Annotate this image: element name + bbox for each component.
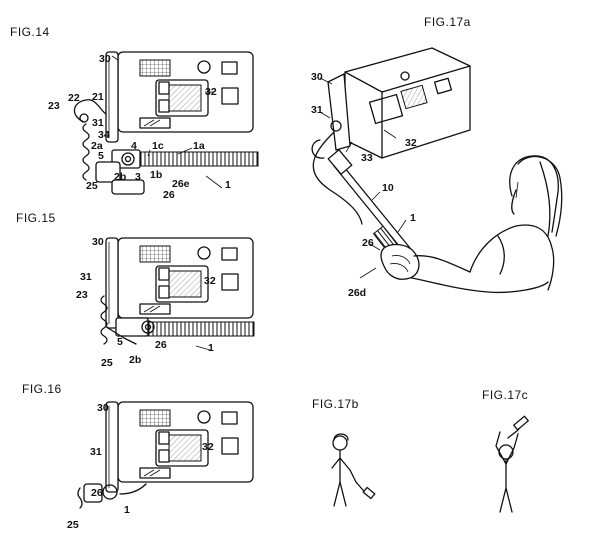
- fig16-ref-label: 25: [67, 519, 79, 531]
- fig14-ref-label: 3: [135, 171, 141, 183]
- fig17a-ref-label: 32: [405, 137, 417, 149]
- fig14-ref-label: 32: [205, 86, 217, 98]
- fig14-ref-label: 2a: [91, 140, 103, 152]
- fig17a-ref-label: 26d: [348, 287, 367, 299]
- fig14-ref-label: 30: [99, 53, 111, 65]
- fig15-ref-label: 31: [80, 271, 92, 283]
- fig15-ref-label: 25: [101, 357, 113, 369]
- fig17c-title: FIG.17c: [482, 388, 529, 402]
- fig17a-ref-label: 31: [311, 104, 323, 116]
- fig14-ref-label: 1: [225, 179, 231, 191]
- fig14-ref-label: 5: [98, 150, 104, 162]
- fig17b-title: FIG.17b: [312, 397, 359, 411]
- fig17a-ref-label: 26: [362, 237, 374, 249]
- fig14-ref-label: 2b: [114, 171, 127, 183]
- fig14-ref-label: 25: [86, 180, 98, 192]
- fig14-ref-label: 1c: [152, 140, 164, 152]
- fig14-drawing: [73, 51, 259, 195]
- fig14-ref-label: 26: [163, 189, 175, 201]
- fig15-ref-label: 32: [204, 275, 216, 287]
- fig17a-ref-label: 1: [410, 212, 416, 224]
- fig17a-ref-label: 33: [361, 152, 373, 164]
- fig14-ref-label: 22: [68, 92, 80, 104]
- fig14-ref-label: 21: [92, 91, 104, 103]
- fig15-ref-label: 5: [117, 336, 123, 348]
- fig15-drawing: [100, 237, 255, 351]
- fig15-title: FIG.15: [16, 211, 56, 225]
- fig14-ref-label: 34: [98, 129, 110, 141]
- fig16-title: FIG.16: [22, 382, 62, 396]
- fig14-ref-label: 1a: [193, 140, 205, 152]
- fig14-ref-label: 4: [131, 140, 137, 152]
- fig16-ref-label: 32: [202, 441, 214, 453]
- fig17a-title: FIG.17a: [424, 15, 471, 29]
- fig17a-ref-label: 30: [311, 71, 323, 83]
- fig14-title: FIG.14: [10, 25, 50, 39]
- fig14-ref-label: 31: [92, 117, 104, 129]
- fig17b-drawing: [331, 433, 376, 507]
- fig16-drawing: [77, 401, 254, 509]
- fig17c-drawing: [495, 415, 529, 513]
- fig14-ref-label: 23: [48, 100, 60, 112]
- fig16-ref-label: 26: [91, 487, 103, 499]
- fig16-ref-label: 1: [124, 504, 130, 516]
- fig15-ref-label: 2b: [129, 354, 142, 366]
- fig16-ref-label: 31: [90, 446, 102, 458]
- fig16-ref-label: 30: [97, 402, 109, 414]
- fig15-ref-label: 30: [92, 236, 104, 248]
- fig15-ref-label: 26: [155, 339, 167, 351]
- fig17a-drawing: [311, 47, 563, 294]
- fig17a-ref-label: 10: [382, 182, 394, 194]
- fig15-ref-label: 23: [76, 289, 88, 301]
- fig14-ref-label: 26e: [172, 178, 190, 190]
- fig15-ref-label: 1: [208, 342, 214, 354]
- fig14-ref-label: 1b: [150, 169, 163, 181]
